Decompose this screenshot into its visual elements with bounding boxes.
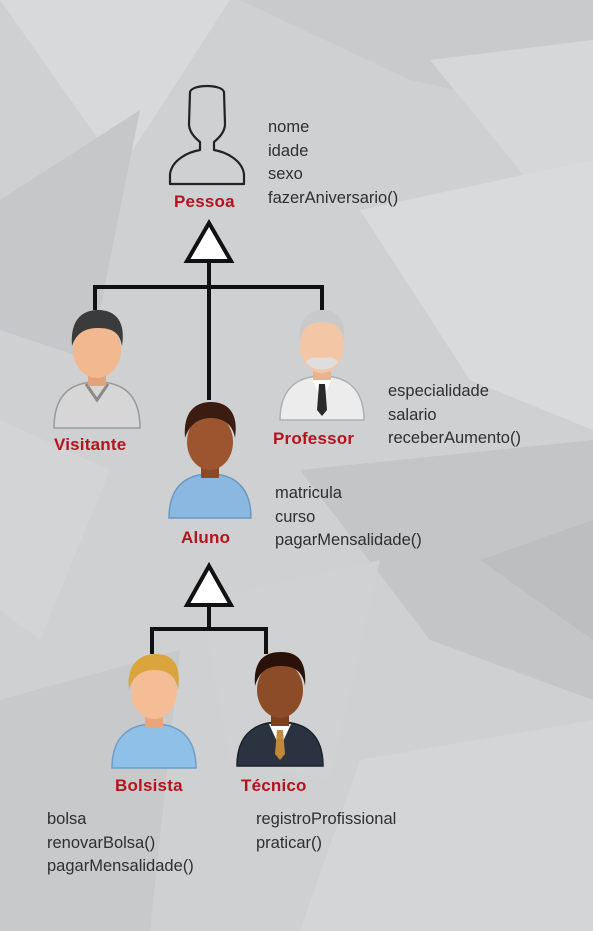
member-pagar-mensalidade: pagarMensalidade() [275, 531, 422, 549]
person-suit-tie-icon [236, 652, 324, 767]
aluno-inheritance-arrow [183, 561, 235, 607]
member-matricula: matricula [275, 484, 342, 502]
professor-members: especialidade salario receberAumento() [388, 380, 521, 451]
pessoa-inheritance-arrow [183, 219, 235, 263]
class-label-tecnico: Técnico [241, 776, 307, 795]
member-sexo: sexo [268, 165, 303, 183]
member-curso: curso [275, 507, 316, 526]
person-outline-icon [168, 84, 246, 186]
member-receber-aumento: receberAumento() [388, 429, 521, 447]
member-registro-profissional: registroProfissional [256, 810, 397, 828]
class-label-visitante: Visitante [54, 435, 127, 454]
class-label-bolsista: Bolsista [115, 776, 183, 795]
member-idade: idade [268, 141, 309, 160]
member-praticar: praticar() [256, 833, 323, 852]
member-bolsa: bolsa [47, 810, 87, 828]
member-fazer-aniversario: fazerAniversario() [268, 188, 399, 207]
class-label-pessoa: Pessoa [174, 192, 235, 211]
member-pagar-mensalidade: pagarMensalidade() [47, 857, 194, 875]
student-person-icon [168, 402, 252, 519]
blonde-person-icon [111, 654, 197, 769]
member-salario: salario [388, 405, 437, 424]
aluno-members: matricula curso pagarMensalidade() [275, 482, 422, 553]
member-nome: nome [268, 118, 310, 136]
class-label-professor: Professor [273, 429, 355, 448]
tecnico-members: registroProfissional praticar() [256, 808, 396, 855]
pessoa-members: nome idade sexo fazerAniversario() [268, 116, 398, 210]
bolsista-members: bolsa renovarBolsa() pagarMensalidade() [47, 808, 194, 879]
member-renovar-bolsa: renovarBolsa() [47, 833, 156, 852]
person-grey-shirt-icon [53, 310, 141, 429]
elderly-person-suit-icon [279, 310, 365, 421]
member-especialidade: especialidade [388, 382, 489, 400]
class-label-aluno: Aluno [181, 528, 231, 547]
